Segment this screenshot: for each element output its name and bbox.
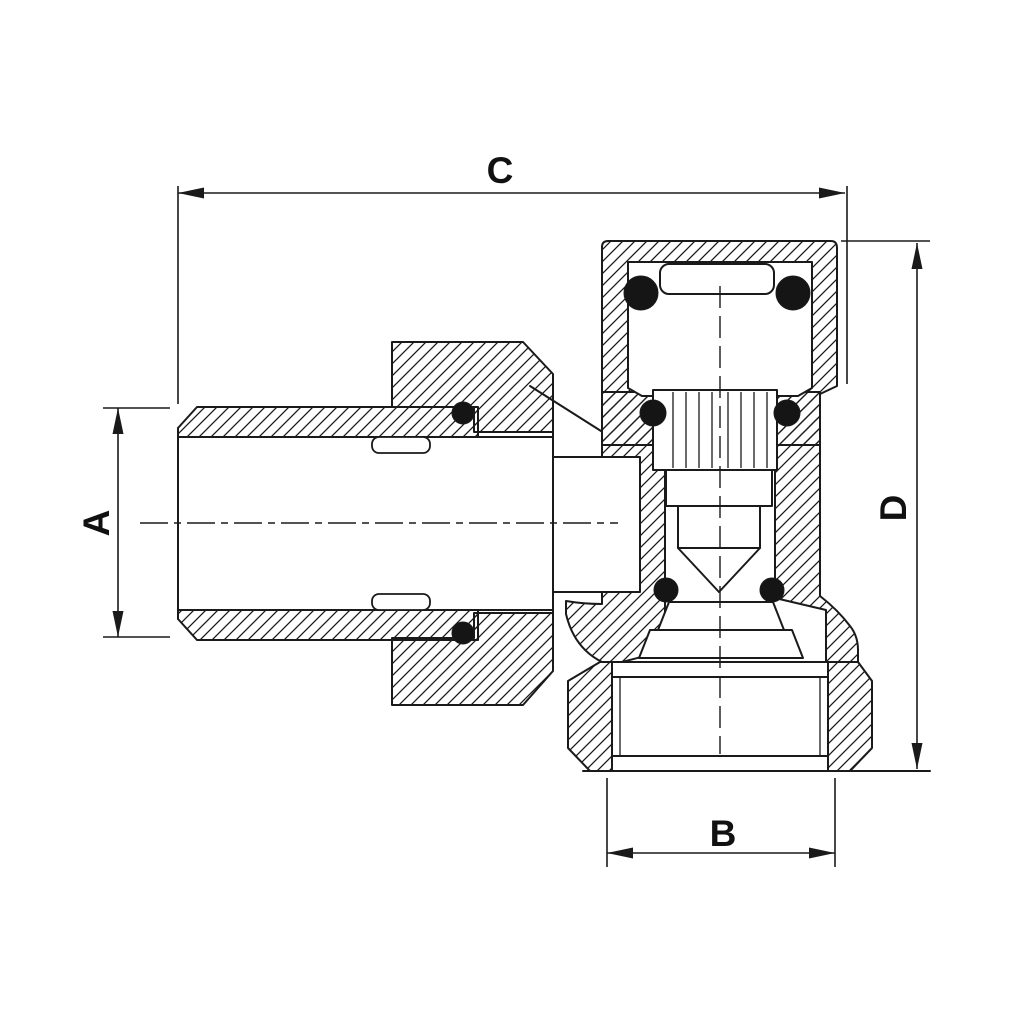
dimension-c: C	[177, 150, 848, 404]
seat-washer	[657, 601, 785, 631]
dim-d-arrow-top	[911, 243, 923, 269]
o-ring-cap-right	[775, 275, 811, 311]
thread-undercut-top	[371, 436, 431, 454]
spindle-spline-housing	[652, 389, 778, 471]
dim-b-label: B	[710, 813, 737, 854]
dim-c-label: C	[487, 150, 514, 191]
dim-c-arrow-right	[819, 187, 845, 199]
dim-a-label: A	[76, 510, 117, 537]
body-right-wall	[774, 391, 859, 663]
dim-d-label: D	[873, 495, 914, 522]
dim-c-arrow-left	[178, 187, 204, 199]
center-lines	[140, 286, 721, 754]
dimension-d: D	[841, 240, 930, 769]
o-ring-cap-left	[623, 275, 659, 311]
o-ring-stem-right	[773, 399, 801, 427]
o-ring-seat-left	[653, 577, 679, 603]
dimension-a: A	[76, 407, 170, 638]
thread-undercut-bottom	[371, 593, 431, 611]
bonnet-plug	[659, 263, 775, 295]
dim-a-arrow-bottom	[112, 611, 124, 637]
stem-collar	[665, 469, 773, 507]
outlet-thread-lines	[619, 677, 821, 756]
dim-a-arrow-top	[112, 408, 124, 434]
o-ring-union-bottom	[451, 621, 475, 645]
outlet-nut-section	[567, 661, 931, 772]
o-ring-stem-left	[639, 399, 667, 427]
dim-d-arrow-bottom	[911, 743, 923, 769]
spindle-spline-grooves	[672, 392, 768, 468]
o-ring-seat-right	[759, 577, 785, 603]
tailpiece-top-wall	[177, 406, 479, 438]
o-ring-union-top	[451, 401, 475, 425]
o-ring-seals	[451, 275, 811, 645]
tailpiece-bottom-wall	[177, 609, 479, 641]
inlet-chamber	[552, 456, 641, 593]
valve-mechanism	[638, 389, 804, 659]
outlet-nut-right-wall	[827, 661, 873, 772]
dimension-b: B	[606, 778, 836, 867]
dim-b-arrow-right	[809, 847, 835, 859]
stem-body	[677, 505, 761, 549]
body-shoulder-edge	[529, 385, 602, 432]
seat-flange	[638, 629, 804, 659]
valve-cone	[677, 547, 761, 593]
tailpiece-section	[177, 406, 554, 641]
outlet-nut-left-wall	[567, 661, 613, 772]
dim-b-arrow-left	[607, 847, 633, 859]
union-nut-top-wall	[391, 341, 554, 433]
